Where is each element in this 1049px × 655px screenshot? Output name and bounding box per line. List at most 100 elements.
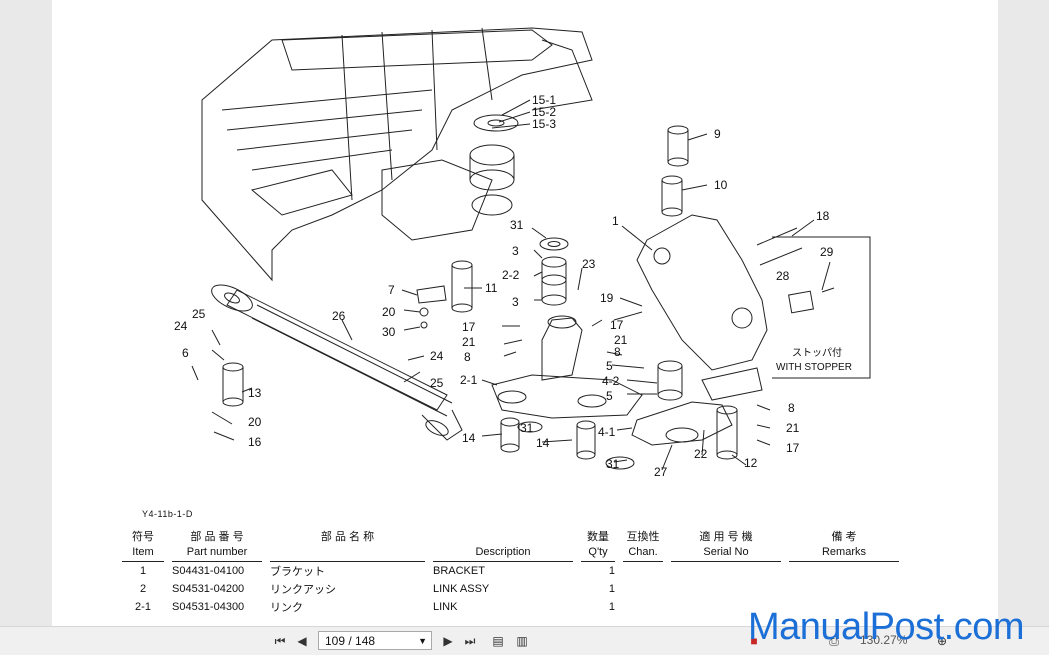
callout: 24 bbox=[174, 319, 188, 333]
viewer-toolbar: ⏮ ◀ 109 / 148 ▼ ▶ ⏭ ▤ ▥ ■ ⎙ 130.27% ⊕ bbox=[0, 626, 1049, 655]
callout: 1 bbox=[612, 214, 619, 228]
header-part-number: Part number bbox=[172, 545, 262, 562]
stopper-label-en: WITH STOPPER bbox=[776, 362, 852, 373]
callout: 11 bbox=[485, 281, 498, 295]
fit-page-icon[interactable]: ▤ bbox=[492, 634, 504, 648]
zoom-in-icon[interactable]: ⊕ bbox=[936, 634, 948, 648]
header-desc-jp bbox=[429, 530, 577, 545]
header-item-jp: 符号 bbox=[132, 531, 154, 543]
callout: 25 bbox=[192, 307, 206, 321]
callout: 8 bbox=[614, 345, 621, 359]
callout: 8 bbox=[464, 350, 471, 364]
callout: 18 bbox=[816, 209, 830, 223]
callout: 10 bbox=[714, 178, 728, 192]
callout: 6 bbox=[182, 346, 189, 360]
header-remarks-jp: 備 考 bbox=[831, 531, 857, 543]
print-icon[interactable]: ⎙ bbox=[829, 633, 839, 648]
callout: 3 bbox=[512, 244, 519, 258]
stopper-label-jp: ストッパ付 bbox=[792, 346, 842, 359]
callout: 21 bbox=[462, 335, 476, 349]
callout: 20 bbox=[382, 305, 396, 319]
cell-description: LINK ASSY bbox=[433, 583, 490, 595]
parts-table: 符号 部 品 番 号 部 品 名 称 数量 互換性 適 用 号 機 備 考 It… bbox=[118, 530, 903, 616]
callout: 9 bbox=[714, 127, 721, 141]
callout: 24 bbox=[430, 349, 444, 363]
header-qty-jp: 数量 bbox=[587, 531, 609, 543]
callout: 14 bbox=[536, 436, 550, 450]
callout: 14 bbox=[462, 431, 476, 445]
header-qty: Q'ty bbox=[581, 545, 615, 562]
cell-qty: 1 bbox=[608, 583, 615, 595]
callout: 7 bbox=[388, 283, 395, 297]
cell-name-jp: ブラケット bbox=[270, 566, 325, 578]
callout-labels: 15-1 15-2 15-3 9 10 1 18 29 28 31 3 2-2 … bbox=[174, 93, 834, 479]
callout: 23 bbox=[582, 257, 596, 271]
page-indicator: 109 / 148 bbox=[325, 634, 376, 648]
manual-page: 15-1 15-2 15-3 9 10 1 18 29 28 31 3 2-2 … bbox=[52, 0, 998, 626]
cell-item: 2 bbox=[139, 583, 147, 595]
header-description: Description bbox=[433, 545, 573, 562]
callout: 25 bbox=[430, 376, 444, 390]
cell-item: 1 bbox=[139, 565, 147, 577]
callout: 17 bbox=[462, 320, 476, 334]
cell-name-jp: リンクアッシ bbox=[270, 584, 336, 596]
header-name-jp: 部 品 名 称 bbox=[320, 531, 375, 543]
header-chan: Chan. bbox=[623, 545, 663, 562]
callout: 28 bbox=[776, 269, 790, 283]
callout: 29 bbox=[820, 245, 834, 259]
table-header-jp: 符号 部 品 番 号 部 品 名 称 数量 互換性 適 用 号 機 備 考 bbox=[118, 530, 903, 545]
header-remarks: Remarks bbox=[789, 545, 899, 562]
callout: 15-1 bbox=[532, 93, 556, 107]
callout: 31 bbox=[520, 421, 534, 435]
callout: 20 bbox=[248, 415, 262, 429]
header-part-jp: 部 品 番 号 bbox=[190, 531, 244, 543]
first-page-icon[interactable]: ⏮ bbox=[274, 633, 286, 648]
prev-page-icon[interactable]: ◀ bbox=[297, 634, 307, 648]
cell-item: 2-1 bbox=[135, 601, 151, 613]
cell-description: BRACKET bbox=[433, 565, 485, 577]
header-serial: Serial No bbox=[671, 545, 781, 562]
callout: 4-2 bbox=[602, 374, 620, 388]
cell-part-number: S04531-04200 bbox=[172, 583, 245, 595]
callout: 5 bbox=[606, 359, 613, 373]
callout: 8 bbox=[788, 401, 795, 415]
header-name bbox=[270, 545, 425, 562]
cell-part-number: S04431-04100 bbox=[172, 565, 245, 577]
callout: 15-3 bbox=[532, 117, 556, 131]
callout: 3 bbox=[512, 295, 519, 309]
table-row: 2-1 S04531-04300 リンク LINK 1 bbox=[118, 598, 903, 616]
header-serial-jp: 適 用 号 機 bbox=[699, 531, 753, 543]
callout: 21 bbox=[786, 421, 800, 435]
cell-description: LINK bbox=[433, 601, 458, 613]
callout: 5 bbox=[606, 389, 613, 403]
callout: 27 bbox=[654, 465, 668, 479]
table-header-en: Item Part number Description Q'ty Chan. … bbox=[118, 545, 903, 562]
watermark-logo: ManualPost.com bbox=[748, 606, 1025, 648]
pdf-icon[interactable]: ■ bbox=[750, 634, 758, 648]
callout: 4-1 bbox=[598, 425, 616, 439]
header-chan-jp: 互換性 bbox=[626, 531, 660, 543]
chevron-down-icon: ▼ bbox=[418, 636, 427, 646]
callout: 21 bbox=[614, 333, 628, 347]
table-row: 1 S04431-04100 ブラケット BRACKET 1 bbox=[118, 562, 903, 580]
header-item: Item bbox=[122, 545, 164, 562]
callout: 17 bbox=[610, 318, 624, 332]
last-page-icon[interactable]: ⏭ bbox=[464, 633, 476, 648]
callout: 16 bbox=[248, 435, 262, 449]
fit-width-icon[interactable]: ▥ bbox=[516, 634, 528, 648]
callout: 31 bbox=[510, 218, 524, 232]
figure-id: Y4-11b-1-D bbox=[142, 509, 193, 519]
page-number-select[interactable]: 109 / 148 ▼ bbox=[318, 631, 432, 650]
cell-qty: 1 bbox=[608, 601, 615, 613]
callout: 2-2 bbox=[502, 268, 520, 282]
callout: 15-2 bbox=[532, 105, 556, 119]
callout: 30 bbox=[382, 325, 396, 339]
callout: 2-1 bbox=[460, 373, 478, 387]
callout: 22 bbox=[694, 447, 708, 461]
zoom-level: 130.27% bbox=[860, 633, 908, 647]
callout: 31 bbox=[606, 457, 620, 471]
callout: 19 bbox=[600, 291, 614, 305]
cell-qty: 1 bbox=[608, 565, 615, 577]
next-page-icon[interactable]: ▶ bbox=[443, 634, 453, 648]
cell-name-jp: リンク bbox=[270, 602, 303, 614]
